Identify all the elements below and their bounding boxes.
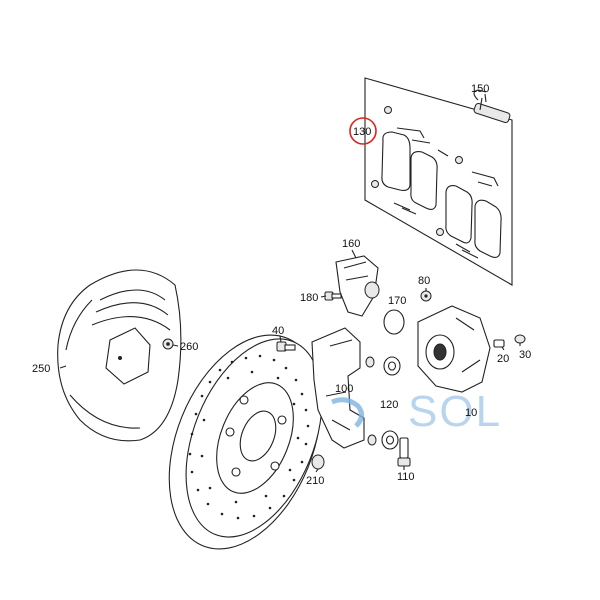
caliper-housing-10 [417, 305, 491, 393]
brake-pad-3 [445, 185, 473, 244]
brake-disc [168, 334, 323, 550]
bushing-lower-bore [385, 435, 395, 445]
bolt-110 [397, 437, 411, 467]
leader-lines [59, 93, 521, 473]
dust-shield-hole [118, 356, 122, 360]
pad-clip-bottom [455, 243, 479, 259]
disc-lug-hole-3 [270, 461, 280, 471]
brake-pad-kit-panel [364, 77, 513, 286]
caliper-piston [433, 343, 447, 361]
callout-80: 80 [418, 275, 430, 287]
bolt-180-shank [331, 293, 342, 299]
callout-160: 160 [342, 238, 360, 250]
callout-110: 110 [397, 471, 415, 483]
actuator-details [343, 261, 369, 281]
caliper-edges [455, 317, 481, 373]
callout-20: 20 [497, 353, 509, 365]
bleeder-cap [514, 334, 526, 344]
bolt-260 [162, 338, 174, 350]
callout-150: 150 [471, 83, 489, 95]
parking-brake-actuator-160 [335, 255, 380, 317]
callout-30: 30 [519, 349, 531, 361]
leader-260 [172, 344, 179, 347]
leader-160 [351, 249, 357, 259]
bolt-80 [420, 290, 432, 302]
wear-sensor-lead [479, 97, 483, 111]
callout-170: 170 [388, 295, 406, 307]
callout-180: 180 [300, 292, 318, 304]
disc-hat [216, 382, 294, 494]
cap-210-body [311, 454, 325, 470]
cap-210 [311, 454, 325, 470]
bleeder-screw-body [493, 339, 505, 348]
leader-20 [501, 346, 505, 351]
bushing-lower [381, 430, 399, 450]
disc-lug-hole-4 [231, 467, 241, 477]
watermark-text: SOL [408, 387, 502, 436]
pad-clip-lower [393, 202, 417, 215]
disc-center-bore [239, 410, 277, 462]
callout-210: 210 [306, 475, 324, 487]
guide-pin-lower [367, 434, 377, 446]
disc-lug-hole-2 [277, 415, 287, 425]
dust-shield-250 [57, 269, 182, 442]
leader-180 [320, 295, 327, 298]
brake-pad-4 [474, 199, 502, 259]
bushing-upper-bore [387, 361, 397, 371]
o-ring-170 [383, 309, 405, 335]
leader-210 [315, 468, 319, 473]
bolt-40-shank [284, 344, 296, 351]
highlight-circle-130 [349, 117, 377, 145]
brake-pad-1 [381, 131, 411, 191]
bleeder-screw-20 [493, 339, 505, 348]
pad-bolt-2 [455, 156, 463, 164]
caliper-carrier-100 [311, 327, 365, 449]
carrier-body [311, 327, 365, 449]
pad-bolt-3 [371, 180, 379, 188]
pad-bolt-4 [436, 228, 444, 236]
bolt-260-center [166, 342, 170, 346]
callout-120: 120 [380, 399, 398, 411]
wear-sensor-150 [473, 102, 511, 124]
brake-pad-2 [410, 151, 438, 211]
dust-shield-center-cutout [105, 327, 151, 385]
bleeder-cap-30 [514, 334, 526, 344]
callout-250: 250 [32, 363, 50, 375]
carrier-details [325, 339, 353, 431]
dust-shield-ribs [65, 289, 171, 351]
callout-100: 100 [335, 383, 353, 395]
dust-shield-edge [69, 394, 141, 429]
disc-lug-hole-5 [225, 427, 235, 437]
guide-pin-upper [365, 356, 375, 368]
leader-40 [279, 335, 282, 343]
callout-10: 10 [465, 407, 477, 419]
callout-130: 130 [353, 126, 371, 138]
bolt-80-center [424, 294, 428, 298]
callout-labels: 130 150 160 180 170 80 40 260 250 100 12… [32, 83, 531, 487]
bolt-40 [276, 341, 296, 352]
pad-bolt-1 [384, 106, 392, 114]
disc-drilled-holes [188, 354, 310, 520]
actuator-connector [364, 281, 380, 299]
bolt-110-head [397, 457, 411, 467]
leader-250 [59, 365, 67, 369]
pad-clip-right [471, 171, 499, 187]
pad-kit-frame [364, 77, 513, 286]
callout-40: 40 [272, 325, 284, 337]
bolt-180 [324, 291, 342, 301]
bolt-110-shank [399, 437, 409, 459]
leader-150 [484, 93, 487, 103]
pad-clip-upper [396, 127, 449, 157]
callout-260: 260 [180, 341, 198, 353]
bushing-upper [383, 356, 401, 376]
disc-lug-hole-1 [239, 395, 249, 405]
wear-sensor-wire [473, 89, 487, 101]
watermark-logo-arc [331, 397, 364, 428]
bushings-120 [365, 356, 401, 450]
